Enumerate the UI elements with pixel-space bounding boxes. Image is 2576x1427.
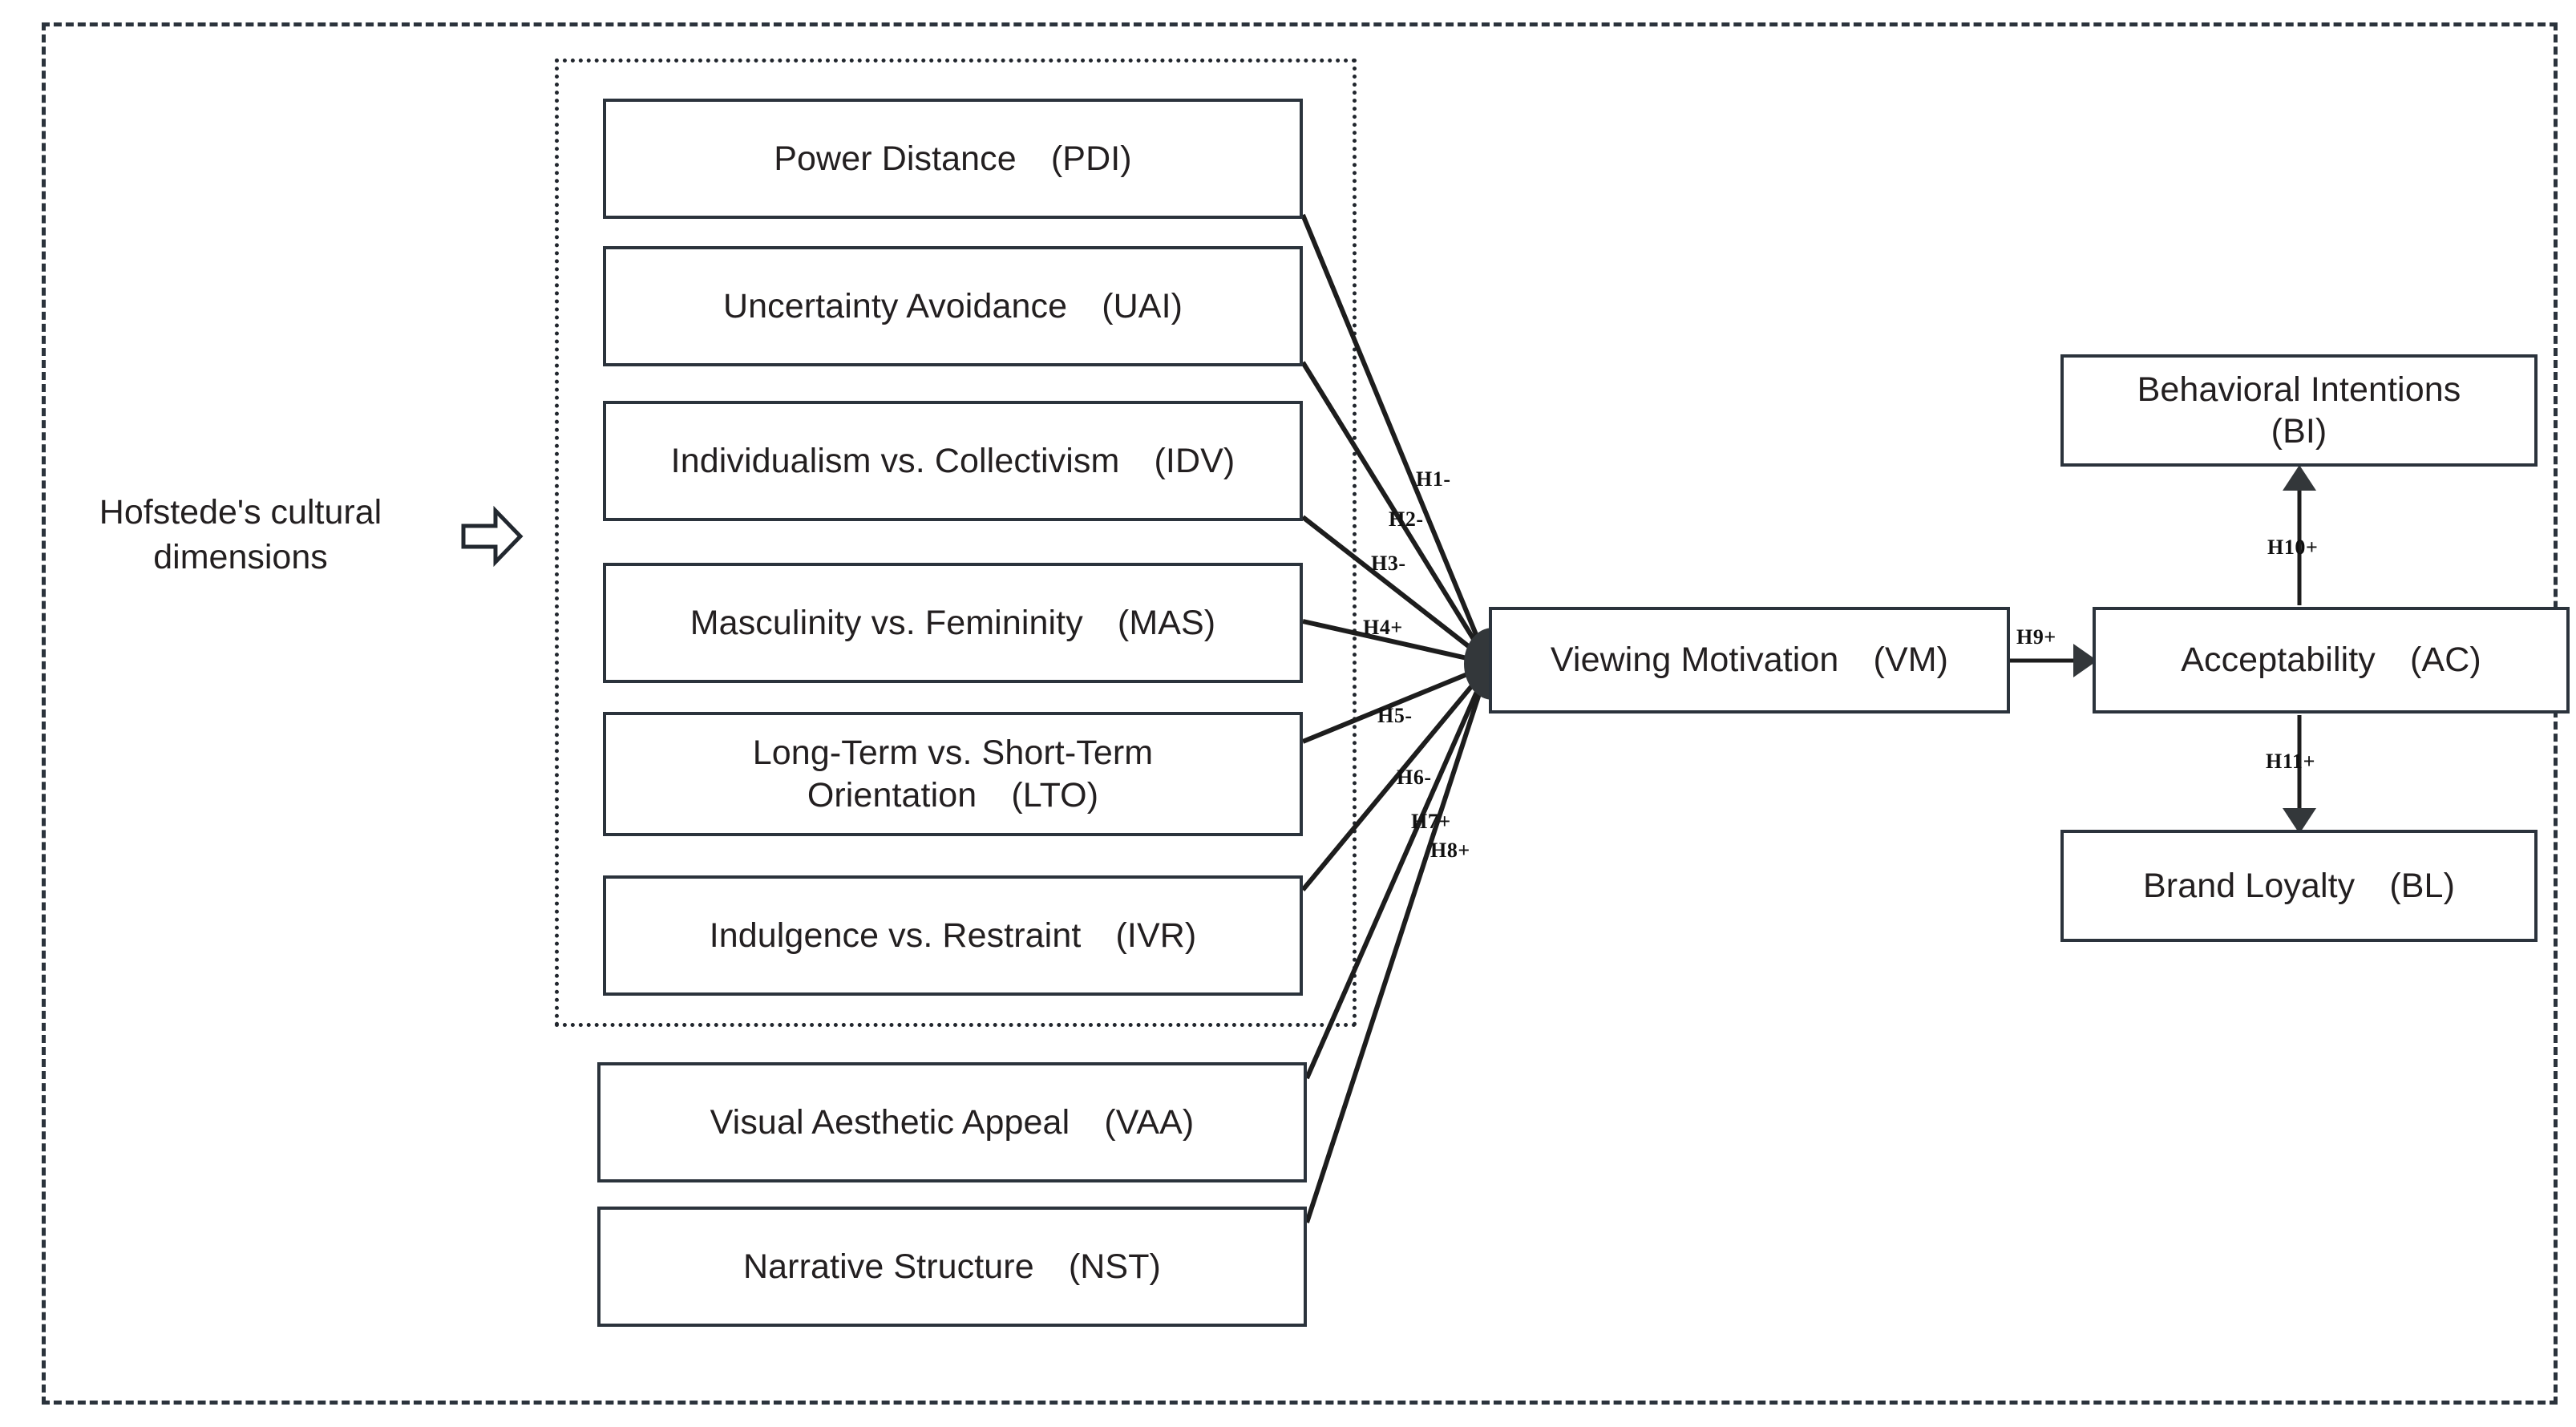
node-label-ac: Acceptability (AC): [2181, 641, 2481, 680]
hypothesis-label-h1: H1-: [1416, 467, 1451, 491]
hypothesis-label-h8: H8+: [1430, 839, 1470, 862]
hypothesis-label-h2: H2-: [1389, 507, 1424, 531]
node-indulgence-restraint[interactable]: Indulgence vs. Restraint (IVR): [603, 875, 1303, 996]
node-label-ivr: Indulgence vs. Restraint (IVR): [709, 916, 1197, 955]
hypothesis-label-h5: H5-: [1377, 704, 1413, 727]
research-model-outer-frame: [42, 22, 2558, 1405]
hypothesis-label-h9: H9+: [2016, 625, 2056, 649]
node-label-lto: Long-Term vs. Short-Term Orientation (LT…: [752, 734, 1154, 815]
node-masculinity-femininity[interactable]: Masculinity vs. Femininity (MAS): [603, 563, 1303, 683]
node-uncertainty-avoidance[interactable]: Uncertainty Avoidance (UAI): [603, 246, 1303, 366]
node-label-vm: Viewing Motivation (VM): [1550, 641, 1949, 680]
node-label-vaa: Visual Aesthetic Appeal (VAA): [710, 1102, 1195, 1142]
node-label-bi: Behavioral Intentions (BI): [2137, 370, 2461, 451]
node-individualism-collectivism[interactable]: Individualism vs. Collectivism (IDV): [603, 401, 1303, 521]
hypothesis-label-h11: H11+: [2266, 750, 2316, 773]
hypothesis-label-h7: H7+: [1411, 810, 1451, 833]
node-behavioral-intentions[interactable]: Behavioral Intentions (BI): [2060, 354, 2538, 467]
node-label-bl: Brand Loyalty (BL): [2143, 866, 2455, 905]
node-acceptability[interactable]: Acceptability (AC): [2093, 607, 2570, 714]
node-long-term-short-term-orientation[interactable]: Long-Term vs. Short-Term Orientation (LT…: [603, 712, 1303, 836]
hypothesis-label-h6: H6-: [1397, 766, 1432, 789]
hypothesis-label-h4: H4+: [1363, 616, 1403, 639]
hypothesis-label-h10: H10+: [2267, 536, 2319, 559]
block-arrow-right-icon: [461, 505, 524, 568]
node-label-uai: Uncertainty Avoidance (UAI): [722, 286, 1183, 325]
node-label-mas: Masculinity vs. Femininity (MAS): [689, 603, 1216, 642]
node-narrative-structure[interactable]: Narrative Structure (NST): [597, 1207, 1307, 1327]
node-viewing-motivation[interactable]: Viewing Motivation (VM): [1489, 607, 2010, 714]
node-label-idv: Individualism vs. Collectivism (IDV): [670, 441, 1235, 480]
node-brand-loyalty[interactable]: Brand Loyalty (BL): [2060, 830, 2538, 942]
hypothesis-label-h3: H3-: [1371, 552, 1406, 575]
node-label-pdi: Power Distance (PDI): [774, 139, 1132, 178]
node-visual-aesthetic-appeal[interactable]: Visual Aesthetic Appeal (VAA): [597, 1062, 1307, 1182]
hofstede-caption: Hofstede's cultural dimensions: [99, 493, 382, 576]
node-label-nst: Narrative Structure (NST): [743, 1247, 1161, 1286]
node-power-distance[interactable]: Power Distance (PDI): [603, 99, 1303, 219]
